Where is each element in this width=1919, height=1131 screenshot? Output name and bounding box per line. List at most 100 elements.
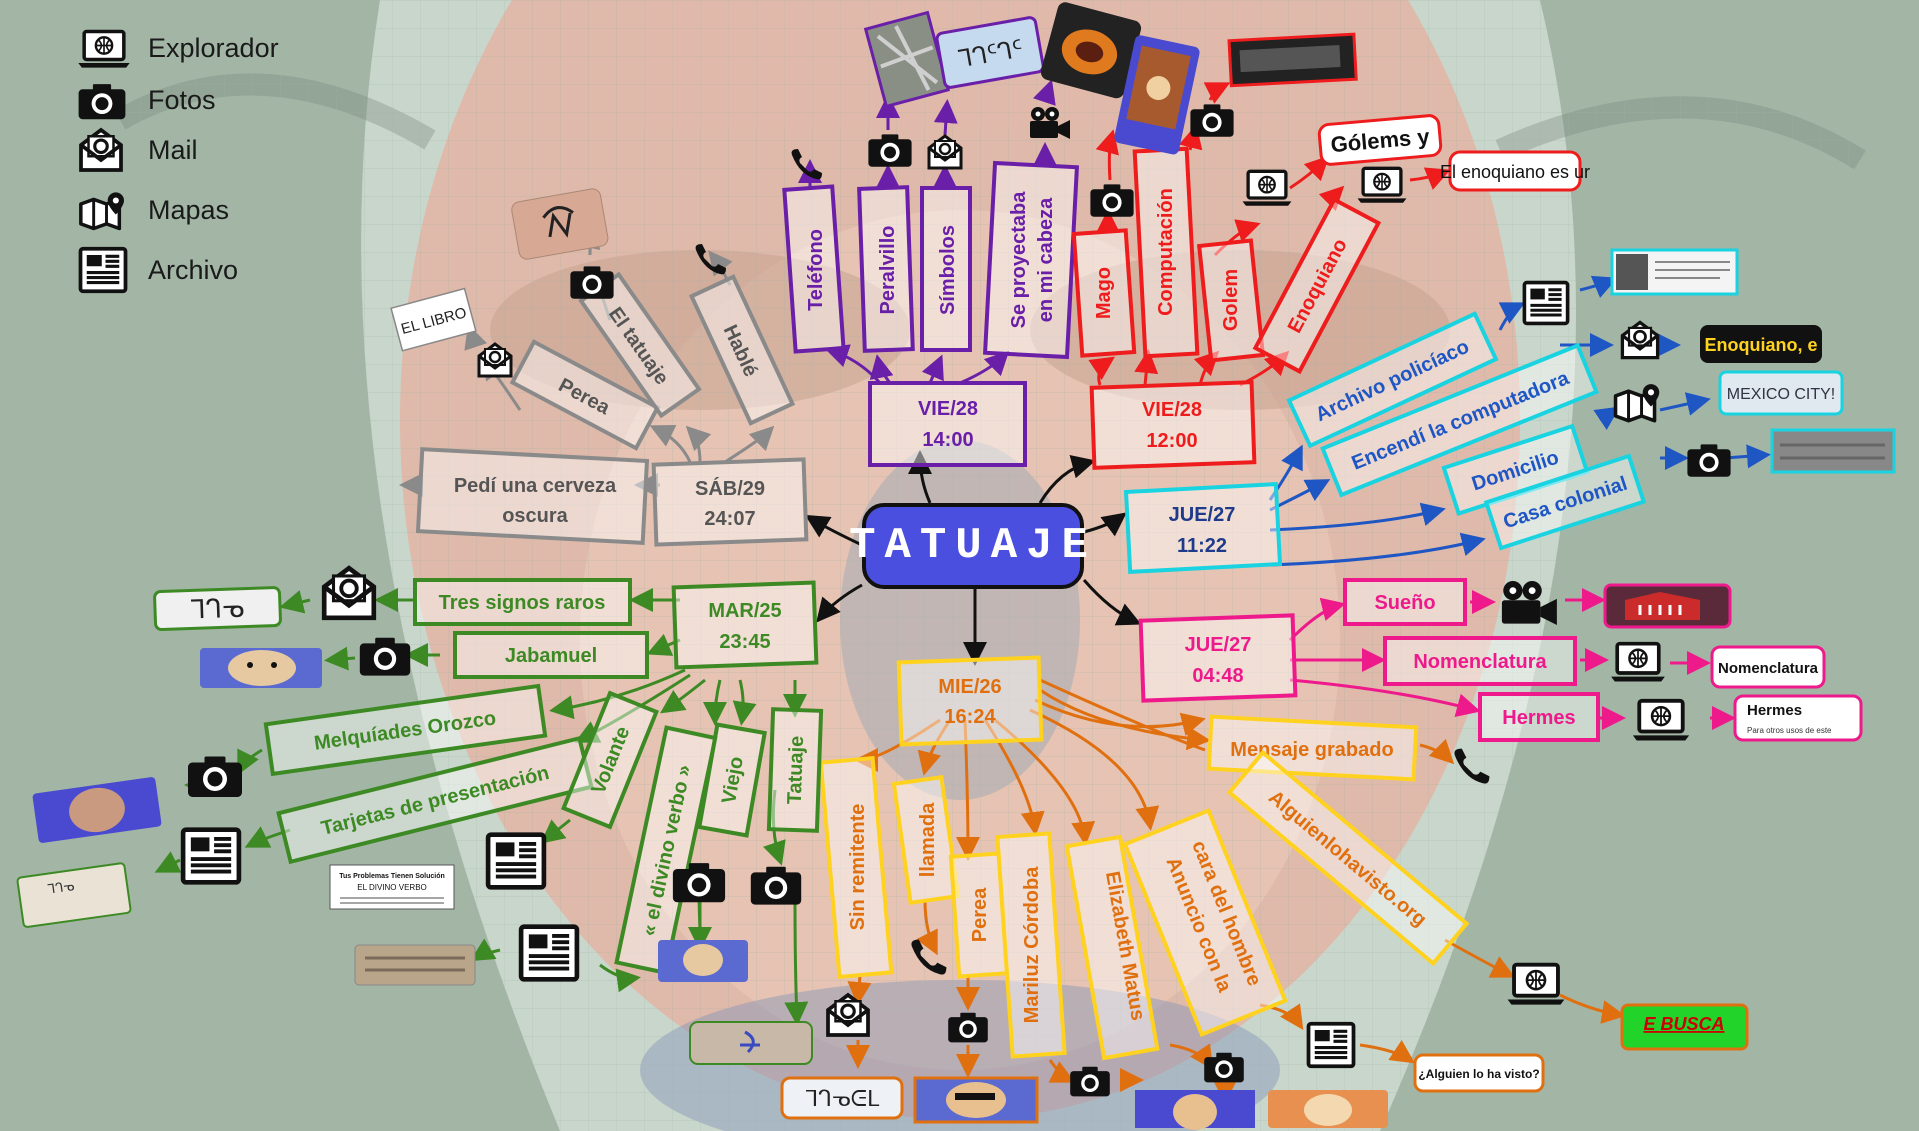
thumb-volante [355, 945, 475, 985]
svg-text:Hermes: Hermes [1747, 702, 1802, 719]
thumb-tarjeta: Tus Problemas Tienen Solución EL DIVINO … [330, 865, 454, 909]
thumb-enoquiano-e: Enoquiano, e [1700, 325, 1822, 363]
thumb-hermes: Hermes Para otros usos de este [1735, 696, 1861, 740]
camera-icon [1190, 104, 1233, 136]
svg-text:El enoquiano es ur: El enoquiano es ur [1440, 162, 1590, 182]
purple-node-peralvillo: Peralvillo [877, 226, 899, 315]
hub-vie12-time: 12:00 [1146, 430, 1197, 452]
hub-mar-time: 23:45 [719, 631, 770, 653]
camera-icon [360, 638, 410, 676]
gray-node-cerveza-2: oscura [502, 505, 568, 527]
thumb-busca: E BUSCA [1622, 1005, 1747, 1049]
center-node-tatuaje: TATUAJE [862, 503, 1084, 589]
newspaper-icon [1309, 1024, 1354, 1067]
magenta-node-nomenclatura: Nomenclatura [1413, 651, 1547, 673]
thumb-alguien: ¿Alguien lo ha visto? [1415, 1055, 1543, 1091]
hub-vie14-date: VIE/28 [918, 398, 978, 420]
legend-item-mapas: Mapas [72, 188, 229, 232]
hub-sab-date: SÁB/29 [695, 477, 765, 500]
thumb-jabamuel [200, 648, 322, 688]
hub-jue1122-time: 11:22 [1177, 535, 1227, 557]
green-node-tatuaje: Tatuaje [784, 735, 808, 804]
thumb-tres-signos: ᒣᒉᓀ [154, 587, 280, 629]
hub-mie-date: MIE/26 [938, 676, 1001, 698]
thumb-dream [1605, 585, 1730, 627]
thumb-colonial-house [1772, 430, 1894, 472]
hub-mie-time: 16:24 [944, 706, 996, 728]
purple-node-telefono: Teléfono [805, 229, 827, 311]
purple-node-simbolos: Símbolos [937, 225, 959, 315]
yellow-node-perea: Perea [969, 887, 991, 942]
newspaper-icon [521, 927, 577, 980]
yellow-node-mariluz: Mariluz Córdoba [1021, 866, 1043, 1024]
legend-label: Fotos [148, 85, 216, 116]
thumb-viejo [658, 940, 748, 982]
camera-icon [570, 266, 613, 298]
hub-jue0448-date: JUE/27 [1185, 634, 1252, 656]
svg-text:EL DIVINO VERBO: EL DIVINO VERBO [357, 883, 427, 892]
purple-node-proyectaba-1: Se proyectaba [1008, 191, 1030, 329]
thumb-mariluz [1135, 1090, 1255, 1130]
legend-label: Mail [148, 135, 198, 166]
camera-icon [1070, 1067, 1110, 1097]
laptop-globe-icon [72, 26, 136, 70]
svg-text:Tus Problemas Tienen Solución: Tus Problemas Tienen Solución [339, 873, 445, 880]
green-node-tres-signos: Tres signos raros [439, 592, 606, 614]
newspaper-icon [183, 830, 239, 883]
legend-item-archivo: Archivo [72, 248, 238, 292]
thumb-police-file [1612, 250, 1737, 294]
svg-text:ᒣᒉᓀ: ᒣᒉᓀ [189, 593, 244, 625]
thumb-tattoo [690, 1022, 812, 1064]
camera-icon [948, 1013, 988, 1043]
svg-text:Enoquiano, e: Enoquiano, e [1704, 335, 1817, 355]
svg-text:Para otros usos de este: Para otros usos de este [1747, 726, 1832, 735]
hub-vie12-date: VIE/28 [1142, 399, 1202, 421]
svg-text:ᒣᒉᓀᕮᒪ: ᒣᒉᓀᕮᒪ [805, 1086, 880, 1111]
magenta-node-hermes: Hermes [1502, 707, 1575, 729]
camera-icon [188, 757, 242, 798]
yellow-node-mensaje: Mensaje grabado [1230, 739, 1393, 761]
thumb-enoquiano-es: El enoquiano es ur [1440, 152, 1590, 190]
hub-jue1122-date: JUE/27 [1169, 504, 1236, 526]
yellow-node-sin-remitente: Sin remitente [847, 804, 869, 931]
hub-mar-date: MAR/25 [708, 600, 781, 622]
red-node-mago: Mago [1093, 267, 1115, 319]
thumb-mexico-city: MEXICO CITY! [1720, 372, 1842, 414]
camera-icon [868, 134, 911, 166]
magenta-node-sueno: Sueño [1374, 592, 1435, 614]
green-node-jabamuel: Jabamuel [505, 645, 597, 667]
thumb-perea-face [915, 1078, 1037, 1122]
purple-node-proyectaba-2: en mi cabeza [1035, 197, 1057, 322]
camera-icon [1687, 444, 1730, 476]
hub-vie14-time: 14:00 [922, 429, 973, 451]
svg-text:E BUSCA: E BUSCA [1643, 1014, 1724, 1034]
legend-label: Archivo [148, 255, 238, 286]
legend-label: Mapas [148, 195, 229, 226]
newspaper-icon [1524, 283, 1567, 324]
thumb-elizabeth [1268, 1090, 1388, 1128]
newspaper-icon [72, 245, 136, 295]
hub-jue0448-time: 04:48 [1192, 665, 1243, 687]
gray-node-cerveza-1: Pedí una cerveza [454, 475, 617, 497]
newspaper-icon [488, 835, 544, 888]
yellow-node-llamada: llamada [917, 802, 939, 877]
legend-item-explorador: Explorador [72, 26, 279, 70]
svg-text:¿Alguien lo ha visto?: ¿Alguien lo ha visto? [1418, 1067, 1539, 1081]
thumb-nomenclatura: Nomenclatura [1712, 647, 1824, 687]
legend-label: Explorador [148, 33, 279, 64]
hub-sab-time: 24:07 [704, 508, 755, 530]
svg-text:Nomenclatura: Nomenclatura [1718, 660, 1819, 677]
camera-icon [673, 863, 725, 902]
thumb-golems: Gólems y [1318, 115, 1441, 165]
thumb-signs-bottom: ᒣᒉᓀᕮᒪ [782, 1078, 902, 1118]
camera-icon [72, 78, 136, 122]
red-node-golem: Golem [1220, 269, 1242, 331]
camera-icon [1090, 184, 1133, 216]
red-node-computacion: Computación [1155, 188, 1177, 316]
svg-text:MEXICO CITY!: MEXICO CITY! [1727, 386, 1835, 403]
thumb-computer [1229, 34, 1356, 85]
legend-item-mail: Mail [72, 128, 198, 172]
legend-item-fotos: Fotos [72, 78, 216, 122]
map-pin-icon [72, 188, 136, 232]
mail-icon [72, 125, 136, 175]
